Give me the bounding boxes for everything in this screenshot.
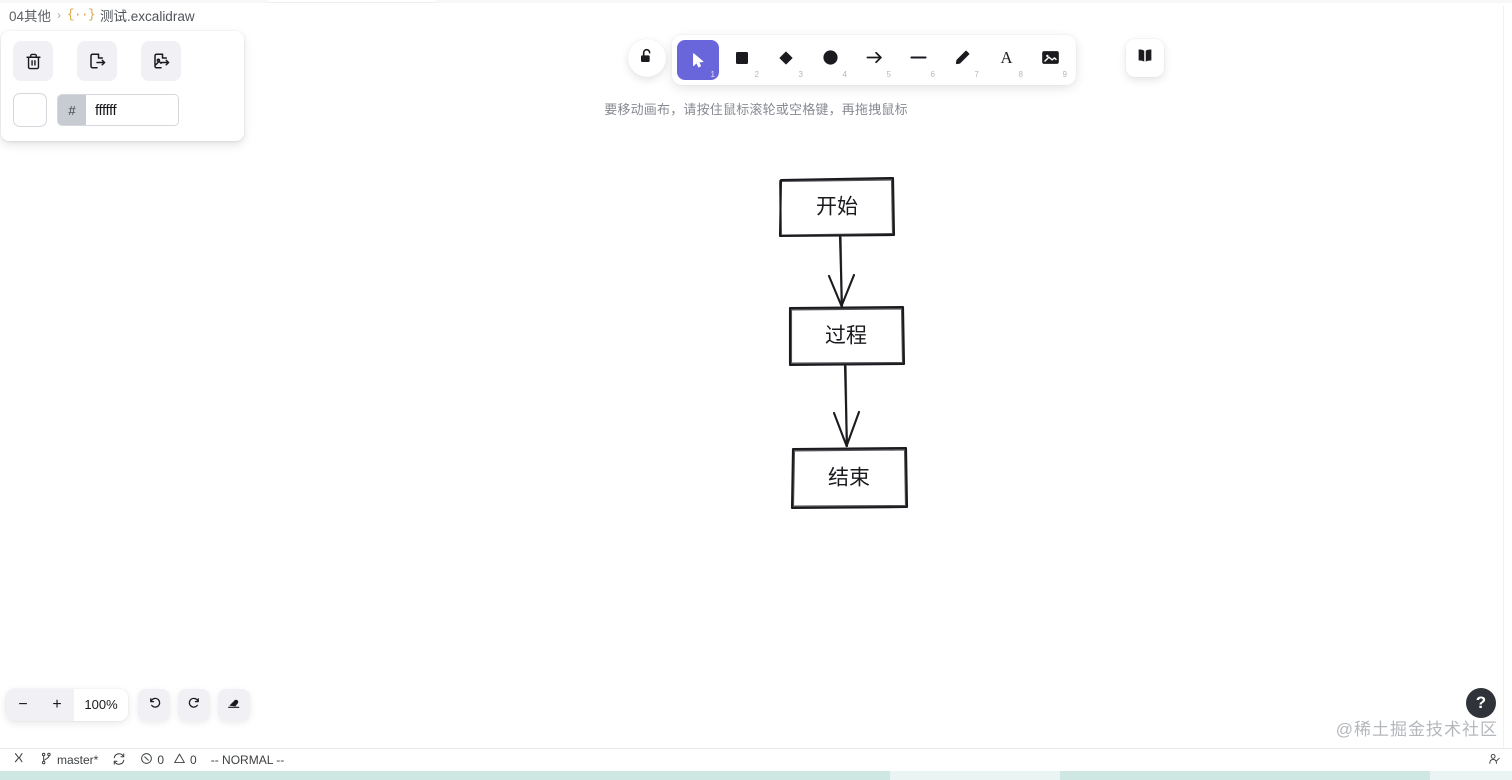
diamond-icon: [778, 50, 794, 71]
action-button-row: [13, 41, 232, 81]
book-library-icon: [1136, 47, 1154, 70]
git-branch-icon: [40, 752, 53, 768]
status-sync-button[interactable]: [105, 749, 133, 772]
node-process-label: 过程: [825, 325, 867, 348]
shape-toolbar: 1 2 3 4: [672, 35, 1076, 85]
node-process: [788, 305, 906, 367]
image-icon: [1041, 48, 1060, 72]
warning-count: 0: [190, 753, 197, 767]
image-tool-shortcut: 9: [1062, 70, 1067, 79]
undo-icon: [147, 695, 162, 715]
node-end: [790, 446, 909, 510]
bottom-accent-strip: [0, 771, 1512, 780]
library-button[interactable]: [1126, 39, 1164, 77]
selection-tool-shortcut: 1: [710, 70, 715, 79]
breadcrumb[interactable]: 04其他 › {··} 测试.excalidraw: [9, 5, 195, 25]
bottom-left-controls: − + 100%: [6, 689, 250, 721]
edge-process-end: [832, 364, 861, 448]
flowchart[interactable]: 开始 过程 结束: [740, 163, 970, 543]
status-bar: master* 0: [0, 748, 1512, 771]
rectangle-tool-shortcut: 2: [754, 70, 759, 79]
diamond-tool[interactable]: 3: [765, 40, 807, 80]
node-end-label: 结束: [828, 467, 870, 490]
circle-icon: [822, 49, 839, 71]
redo-icon: [187, 695, 202, 715]
arrow-tool[interactable]: 5: [853, 40, 895, 80]
redo-button[interactable]: [178, 689, 210, 721]
canvas-pan-hint: 要移动画布，请按住鼠标滚轮或空格键，再拖拽鼠标: [604, 102, 908, 117]
text-tool-shortcut: 8: [1018, 70, 1023, 79]
status-feedback-button[interactable]: [1480, 749, 1508, 772]
left-actions-panel: # ffffff: [1, 31, 244, 141]
selection-tool[interactable]: 1: [677, 40, 719, 80]
rectangle-tool[interactable]: 2: [721, 40, 763, 80]
breadcrumb-separator-icon: ›: [57, 8, 62, 22]
export-file-button[interactable]: [141, 41, 181, 81]
line-tool[interactable]: 6: [897, 40, 939, 80]
eraser-button[interactable]: [218, 689, 250, 721]
zoom-controls: − + 100%: [6, 689, 128, 721]
breadcrumb-file[interactable]: 测试.excalidraw: [100, 9, 195, 24]
warning-icon: [173, 752, 186, 768]
background-color-row: # ffffff: [13, 93, 232, 127]
svg-text:A: A: [1000, 48, 1012, 67]
editor-tab-strip: [0, 0, 1512, 3]
file-save-icon: [152, 52, 170, 70]
node-start: [778, 176, 896, 238]
text-a-icon: A: [997, 48, 1016, 72]
unlocked-padlock-icon: [639, 48, 655, 69]
watermark: @稀土掘金技术社区: [1335, 720, 1498, 739]
edge-start-process: [827, 235, 856, 308]
git-branch-name: master*: [57, 753, 99, 767]
arrow-tool-shortcut: 5: [886, 70, 891, 79]
pencil-icon: [954, 49, 971, 71]
square-icon: [734, 50, 750, 71]
ellipse-tool-shortcut: 4: [842, 70, 847, 79]
line-tool-shortcut: 6: [930, 70, 935, 79]
eraser-icon: [226, 695, 242, 716]
breadcrumb-folder[interactable]: 04其他: [9, 9, 52, 24]
status-vim-mode[interactable]: -- NORMAL --: [210, 753, 285, 767]
error-icon: [140, 752, 153, 768]
history-controls: [138, 689, 250, 721]
status-git-branch[interactable]: master*: [33, 749, 105, 772]
file-export-icon: [88, 52, 106, 70]
color-hex-input[interactable]: # ffffff: [57, 94, 179, 126]
editor-right-rule: [1503, 6, 1504, 748]
sync-icon: [112, 752, 126, 769]
diamond-tool-shortcut: 3: [798, 70, 803, 79]
error-count: 0: [157, 753, 165, 767]
export-image-button[interactable]: [77, 41, 117, 81]
hex-value-field[interactable]: ffffff: [86, 95, 178, 125]
line-icon: [909, 48, 928, 72]
image-tool[interactable]: 9: [1029, 40, 1071, 80]
remote-connect-icon: [13, 752, 26, 768]
draw-tool-shortcut: 7: [974, 70, 979, 79]
feedback-person-icon: [1487, 752, 1501, 769]
delete-button[interactable]: [13, 41, 53, 81]
ellipse-tool[interactable]: 4: [809, 40, 851, 80]
draw-tool[interactable]: 7: [941, 40, 983, 80]
status-remote-button[interactable]: [6, 749, 33, 772]
zoom-out-button[interactable]: −: [6, 689, 40, 721]
trash-icon: [25, 53, 42, 70]
lock-tool-button[interactable]: [628, 39, 666, 77]
text-tool[interactable]: A 8: [985, 40, 1027, 80]
json-file-icon: {··}: [67, 8, 96, 22]
excalidraw-canvas[interactable]: # ffffff 1: [0, 3, 1512, 748]
help-button[interactable]: ?: [1466, 688, 1496, 718]
arrow-icon: [865, 48, 884, 72]
zoom-level-value[interactable]: 100%: [74, 689, 128, 721]
node-start-label: 开始: [816, 196, 858, 219]
color-swatch-preview[interactable]: [13, 93, 47, 127]
zoom-in-button[interactable]: +: [40, 689, 74, 721]
status-problems[interactable]: 0 0: [133, 749, 203, 772]
hash-prefix: #: [58, 95, 86, 125]
undo-button[interactable]: [138, 689, 170, 721]
